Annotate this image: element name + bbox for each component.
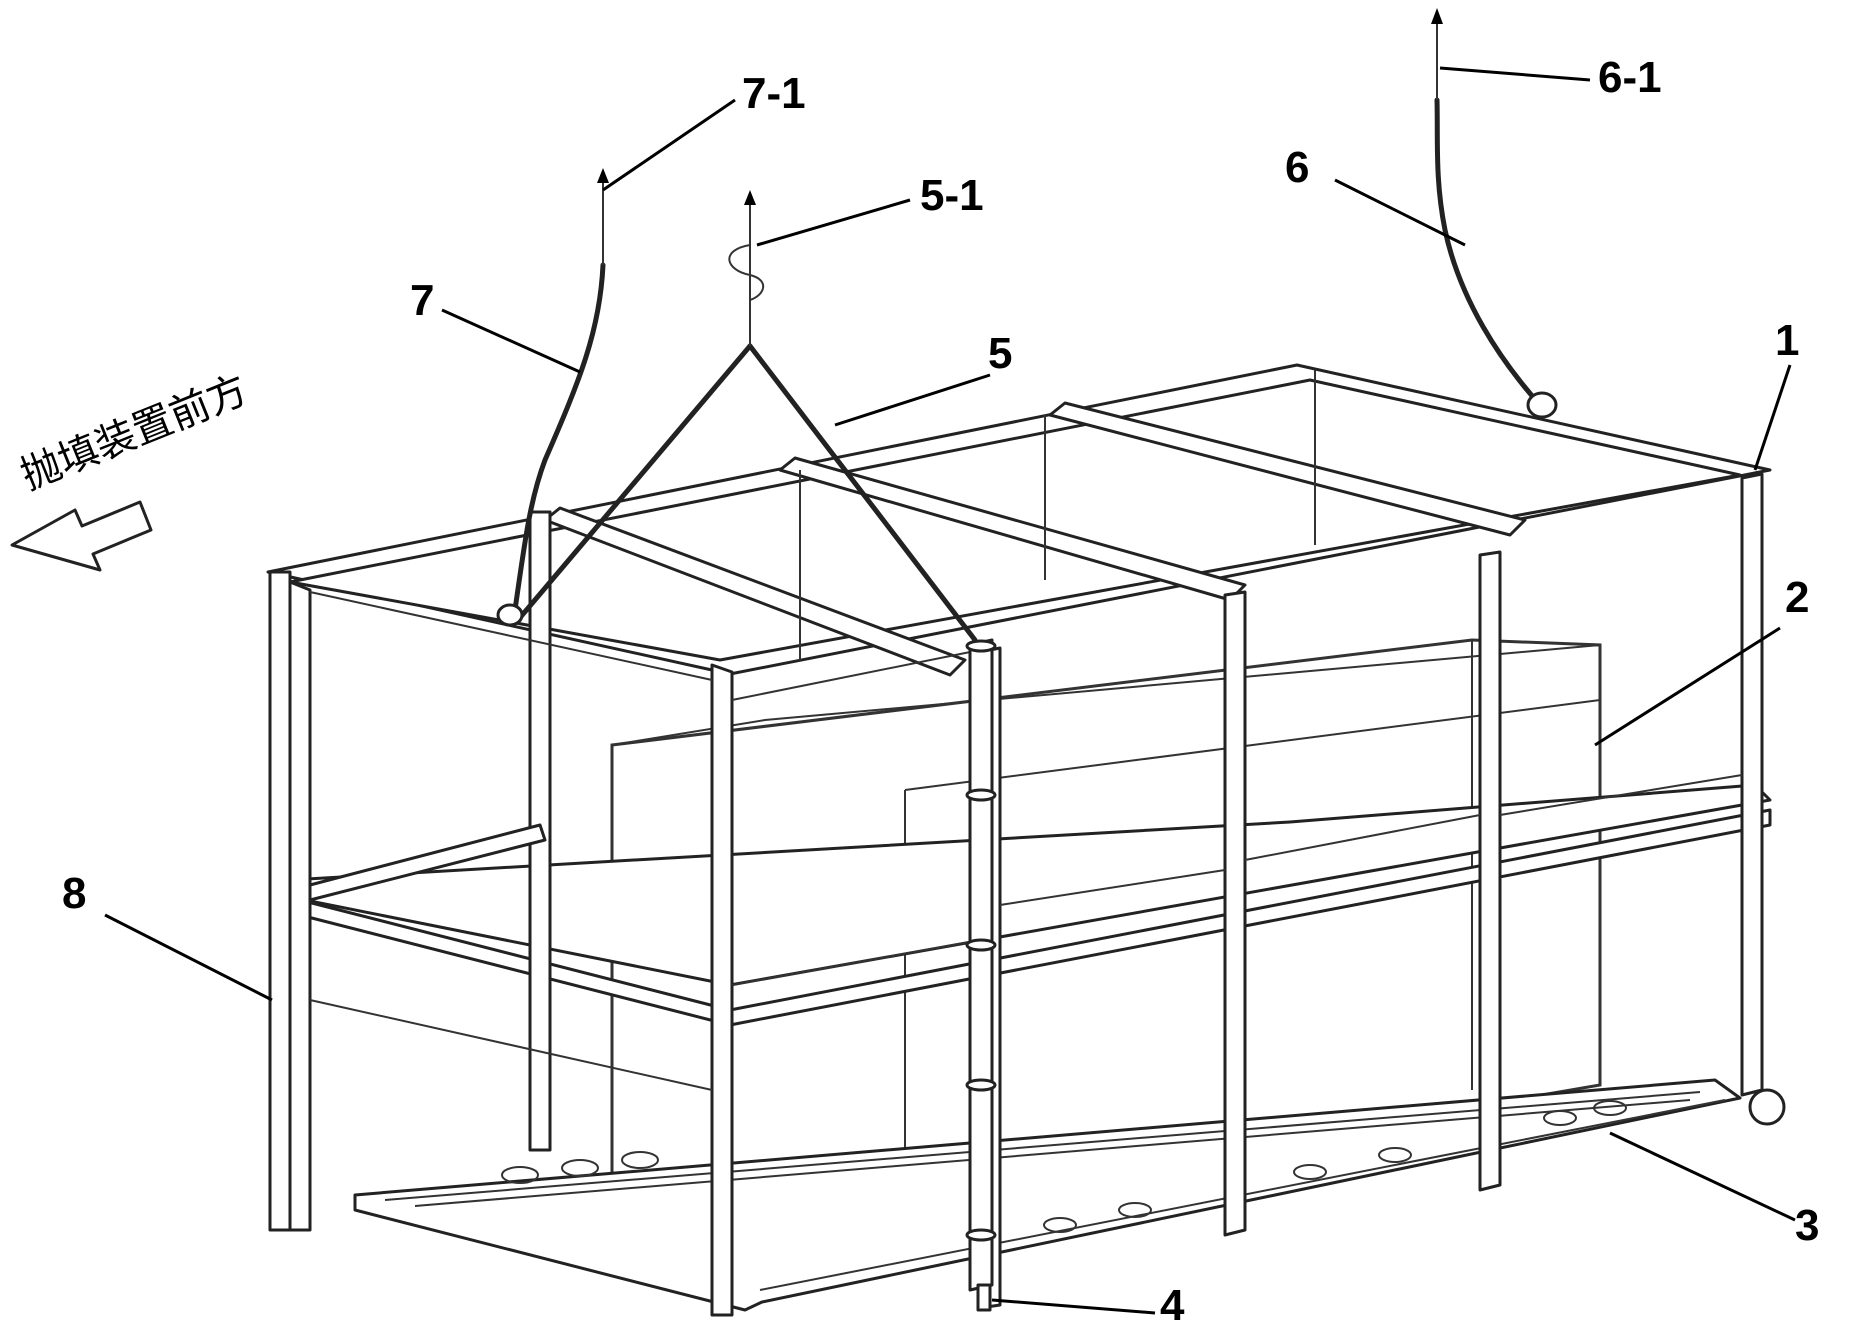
label-5-1: 5-1 [920, 171, 984, 220]
rope-7 [496, 168, 609, 627]
rope-5 [515, 190, 978, 643]
label-8: 8 [62, 869, 86, 918]
latch-bar [965, 638, 997, 1312]
label-7: 7 [410, 276, 434, 325]
label-6: 6 [1285, 143, 1309, 192]
wheel [1748, 1088, 1786, 1126]
label-2: 2 [1785, 573, 1809, 622]
front-direction-label: 抛填装置前方 [15, 367, 255, 500]
label-6-1: 6-1 [1598, 53, 1662, 102]
arrowhead-5-1 [744, 190, 756, 205]
label-7-1: 7-1 [742, 69, 806, 118]
part-labels: 7-1 5-1 6-1 6 7 5 1 2 3 4 8 [62, 53, 1819, 1330]
label-3: 3 [1795, 1201, 1819, 1250]
label-1: 1 [1775, 316, 1799, 365]
main-frame [266, 363, 1772, 1317]
rollers [501, 1100, 1627, 1233]
leader-lines [104, 66, 1796, 1315]
label-5: 5 [988, 329, 1012, 378]
arrowhead-6-1 [1431, 8, 1443, 24]
arrowhead-7-1 [597, 168, 609, 183]
label-4: 4 [1160, 1281, 1185, 1330]
front-direction-arrow [10, 500, 153, 572]
